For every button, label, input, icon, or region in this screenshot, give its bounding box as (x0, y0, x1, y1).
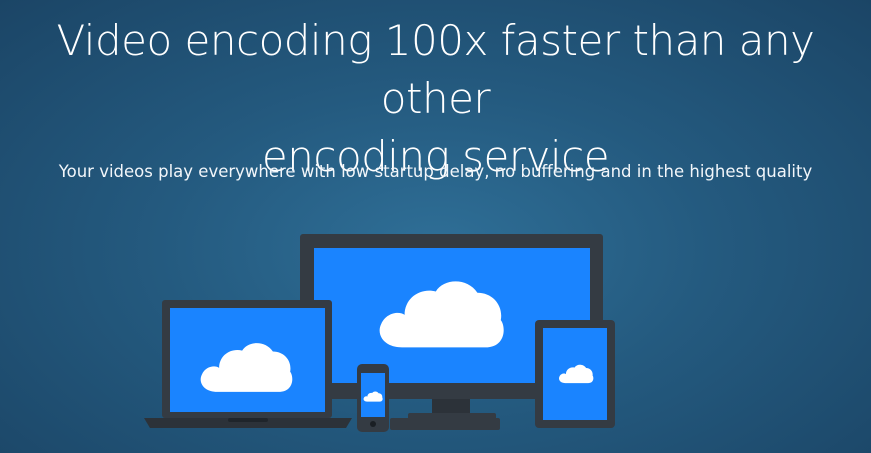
smartphone (357, 364, 389, 432)
device-dock (390, 418, 500, 430)
laptop (144, 300, 352, 428)
tablet (535, 320, 615, 428)
headline-line-2: encoding service (261, 132, 610, 181)
devices-illustration (144, 234, 615, 432)
page-title: Video encoding 100x faster than any othe… (0, 12, 871, 186)
headline-line-1: Video encoding 100x faster than any othe… (56, 16, 815, 123)
subheadline: Your videos play everywhere with low sta… (58, 162, 813, 181)
